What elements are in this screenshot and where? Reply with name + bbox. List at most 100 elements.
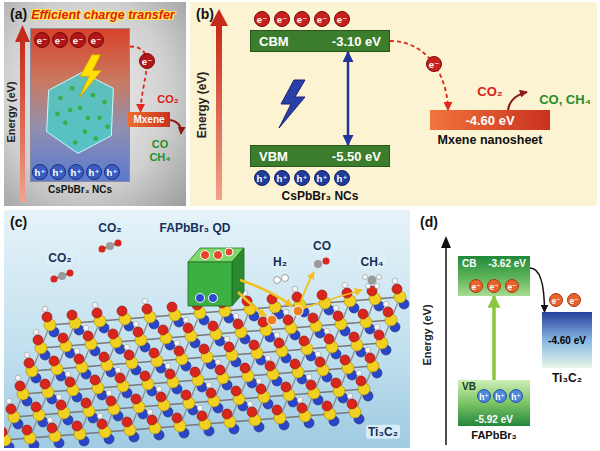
- material-name: Mxene nanosheet: [438, 133, 543, 147]
- lattice-bond: [32, 369, 57, 371]
- lattice-bond: [9, 401, 11, 409]
- molecule: [368, 276, 377, 285]
- lattice-bond: [95, 305, 97, 313]
- lattice-atom: [83, 331, 93, 341]
- panel-title: Efficient charge transfer: [31, 8, 175, 22]
- lattice-atom: [290, 359, 300, 369]
- lattice-atom: [88, 413, 98, 423]
- lattice-atom: [374, 301, 384, 311]
- lattice-bond: [332, 345, 357, 347]
- lattice-bond: [73, 367, 82, 390]
- lattice-bond: [168, 366, 170, 374]
- lattice-atom: [374, 330, 384, 340]
- lattice-bond: [116, 340, 141, 342]
- lattice-bond: [241, 309, 250, 332]
- lattice-bond: [291, 305, 300, 328]
- lattice-atom: [60, 340, 72, 352]
- lattice-bond: [200, 408, 202, 416]
- electron-label: e⁻: [34, 32, 50, 48]
- product-arrow: [508, 92, 527, 110]
- lattice-atom: [31, 373, 41, 383]
- lattice-bond: [39, 392, 48, 415]
- lattice-bond: [273, 351, 282, 374]
- lattice-bond: [132, 361, 157, 363]
- electron-label: e⁻: [487, 279, 501, 293]
- lattice-bond: [280, 416, 305, 418]
- lattice-atom: [260, 324, 272, 336]
- lattice-atom: [233, 393, 245, 405]
- lattice-bond: [300, 303, 325, 305]
- lattice-atom: [115, 373, 125, 383]
- lattice-bond: [91, 342, 116, 344]
- lattice-atom: [224, 416, 236, 428]
- lattice-bond: [255, 397, 264, 420]
- lattice-atom: [347, 399, 357, 409]
- quantum-dot-cube: [196, 294, 205, 303]
- lattice-bond: [109, 393, 111, 401]
- lattice-atom: [249, 340, 259, 350]
- lattice-bond: [357, 343, 382, 345]
- lattice-atom: [156, 392, 166, 402]
- lattice-atom: [183, 323, 193, 333]
- energy-value: -4.60 eV: [465, 113, 514, 128]
- nanocrystal-art: [31, 29, 129, 181]
- lattice-atom: [306, 351, 316, 361]
- lattice-atom: [381, 345, 391, 355]
- lattice-atom: [40, 350, 50, 360]
- lattice-atom: [290, 330, 300, 340]
- lattice-atom: [106, 367, 116, 377]
- lattice-bond: [205, 401, 214, 424]
- lattice-bond: [250, 404, 252, 412]
- lattice-atom: [185, 330, 197, 342]
- energy-axis: [441, 236, 451, 248]
- lattice-atom: [349, 303, 359, 313]
- electron-label: e⁻: [52, 32, 68, 48]
- lattice-atom: [240, 334, 250, 344]
- hole-label: h⁺: [68, 164, 84, 180]
- lattice-bond: [98, 365, 107, 388]
- lattice-atom: [38, 417, 48, 427]
- lattice-atom: [331, 349, 341, 359]
- lattice-atom: [281, 353, 291, 363]
- hole-label: h⁺: [509, 389, 523, 403]
- lattice-atom: [192, 300, 202, 310]
- lattice-atom: [67, 310, 77, 320]
- lattice-atom: [256, 384, 266, 394]
- lattice-atom: [79, 436, 89, 446]
- lattice-atom: [142, 298, 148, 304]
- lattice-bond: [257, 351, 282, 353]
- quantum-dot-cube: [188, 248, 244, 306]
- lattice-atom: [49, 327, 59, 337]
- lattice-bond: [357, 322, 366, 345]
- lattice-bond: [82, 365, 107, 367]
- lattice-atom: [97, 419, 107, 429]
- lattice-atom: [247, 407, 257, 417]
- lattice-atom: [56, 371, 66, 381]
- lattice-atom: [265, 355, 271, 361]
- lattice-atom: [208, 321, 218, 331]
- species-label: CO₂: [46, 251, 73, 265]
- lattice-atom: [299, 336, 309, 346]
- lattice-atom: [4, 442, 14, 448]
- species-label: CO: [311, 239, 333, 253]
- lattice-atom: [308, 387, 320, 399]
- electron-label: e⁻: [314, 11, 330, 27]
- lattice-bond: [164, 382, 173, 405]
- lattice-bond: [386, 304, 388, 312]
- transfer-arrow: [238, 272, 362, 325]
- lattice-atom: [106, 390, 112, 396]
- lattice-bond: [105, 409, 114, 432]
- lattice-bond: [248, 374, 273, 376]
- lattice-atom: [326, 341, 338, 353]
- lattice-bond: [307, 326, 316, 349]
- lattice-bond: [150, 412, 152, 420]
- lattice-bond: [298, 349, 307, 372]
- lattice-bond: [332, 324, 341, 347]
- lattice-bond: [232, 332, 241, 355]
- lattice-bond: [159, 389, 161, 397]
- electron-label: e⁻: [469, 279, 483, 293]
- lattice-atom: [174, 340, 180, 346]
- lattice-atom: [67, 384, 79, 396]
- lattice-atom: [163, 407, 173, 417]
- band-name: VBM: [259, 149, 288, 164]
